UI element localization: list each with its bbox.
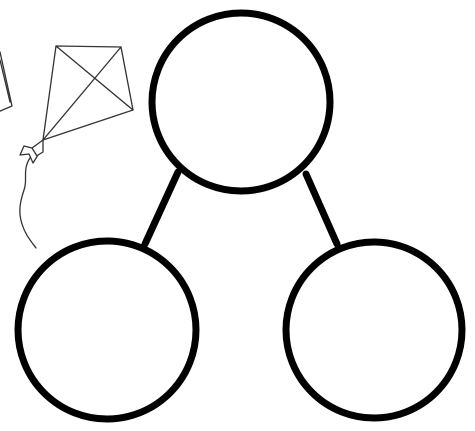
node-whole[interactable] <box>152 13 330 191</box>
node-part-right[interactable] <box>286 242 462 418</box>
kite-icon <box>20 46 133 248</box>
kite-icon <box>0 52 12 112</box>
node-part-left[interactable] <box>18 241 196 419</box>
bond-line-left <box>145 172 178 244</box>
bond-line-right <box>306 174 337 244</box>
kite-decoration <box>0 46 133 248</box>
part-left-circle[interactable] <box>18 241 196 419</box>
part-right-circle[interactable] <box>286 242 462 418</box>
whole-circle[interactable] <box>152 13 330 191</box>
